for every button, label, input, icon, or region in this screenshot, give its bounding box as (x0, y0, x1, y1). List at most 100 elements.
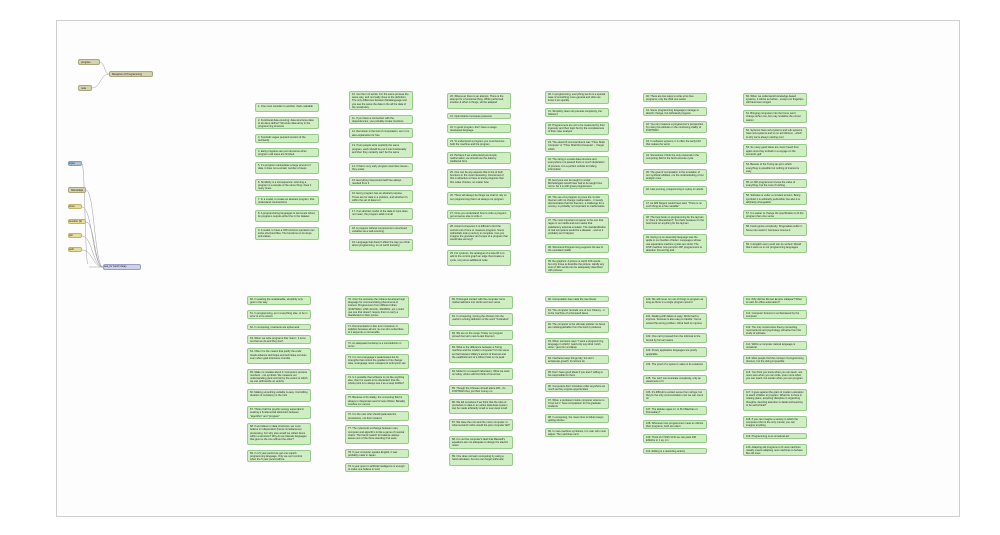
comment-node[interactable]: 91. The computer reminds one of Lon Chan… (545, 306, 609, 317)
comment-node[interactable]: 76. It is the user who should parameteri… (345, 411, 409, 421)
comment-node[interactable]: 16. Every program has an abstract purpos… (349, 190, 413, 203)
comment-node[interactable]: 94. Interfaces keep things tidy, but don… (545, 354, 609, 365)
comment-node[interactable]: 74. Is it possible that software is not … (345, 374, 409, 390)
comment-node[interactable]: 87. We have the mini and the micro compu… (449, 418, 513, 432)
comment-node[interactable]: 45. The goal of computation is the emula… (643, 168, 707, 182)
comment-node[interactable]: 78. If your computer speaks English, it … (345, 448, 409, 459)
comment-node[interactable]: 77. The cybernetic exchange between man,… (345, 425, 409, 445)
comment-node[interactable]: 37. The most important computer is the o… (545, 217, 609, 240)
comment-node[interactable]: 17. If an abstract model of the data of … (349, 207, 413, 221)
comment-node[interactable]: 82. We are on the verge: Today our progr… (449, 330, 513, 340)
node-yellow-7[interactable]: join (68, 233, 82, 238)
comment-node[interactable]: 39. Re graphics: A picture is worth 10K … (545, 257, 609, 274)
comment-node[interactable]: 85. Though the Chinese should adore APL,… (449, 384, 513, 395)
comment-node[interactable]: 101. Dealing with failure is easy: Work … (643, 313, 707, 329)
comment-node[interactable]: 35. Everyone can be taught to sculpt: Mi… (545, 176, 609, 190)
comment-node[interactable]: 23. To understand a program you must bec… (447, 137, 511, 148)
comment-node[interactable]: 69. In a 5 year period we get one superb… (247, 449, 311, 463)
node-blue-3[interactable]: input (68, 161, 82, 166)
comment-node[interactable]: 44. Sometimes I think the only universal… (643, 151, 707, 165)
comment-node[interactable]: 10. Get the in & words. For the same pro… (349, 91, 413, 110)
comment-node[interactable]: 59. In English every word can be verbed.… (743, 240, 807, 254)
comment-node[interactable]: 52. Systems have sub-systems and sub-sys… (743, 127, 807, 140)
comment-node[interactable]: 102. One can't proceed from the informal… (643, 333, 707, 343)
comment-node[interactable]: 103. Purely applicative languages are po… (643, 347, 707, 357)
comment-node[interactable]: 104. The proof of a system's value is it… (643, 361, 707, 371)
node-yellow-5[interactable]: store (68, 204, 82, 209)
comment-node[interactable]: 115. Most people find the concept of pro… (743, 354, 807, 365)
comment-node[interactable]: 7. In a model, to create an abstract pro… (255, 196, 319, 206)
comment-node[interactable]: 107. The debate rages on: Is PL/I Bactri… (643, 406, 707, 416)
comment-node[interactable]: 6. Similarity is a consequence: returnin… (255, 178, 319, 192)
comment-node[interactable]: 57. It is easier to change the specifica… (743, 209, 807, 219)
comment-node[interactable]: 88. It is not the computer's fault that … (449, 436, 513, 449)
comment-node[interactable]: 119. Programming is an unnatural act (743, 432, 807, 439)
comment-node[interactable]: 89. One does not learn computing by usin… (449, 453, 513, 466)
comment-node[interactable]: 100. We will never run out of things to … (643, 296, 707, 309)
comment-node[interactable]: 55. A LISP programmer knows the value of… (743, 178, 807, 188)
comment-node[interactable]: 92. The computer is the ultimate pollute… (545, 320, 609, 334)
comment-node[interactable]: 111. Why did the Roman Empire collapse? … (743, 296, 807, 306)
comment-node[interactable]: 53. So many good ideas are never heard f… (743, 144, 807, 157)
comment-node[interactable]: 106. It's difficult to extract sense fro… (643, 389, 707, 402)
comment-node[interactable]: 25. One can be any aspects that is the o… (447, 168, 511, 188)
comment-node[interactable]: 86. We kid ourselves if we think that th… (449, 398, 513, 415)
comment-node[interactable]: 34. The string is a stark data structure… (545, 156, 609, 172)
comment-node[interactable]: 41. Some programming languages manage to… (643, 106, 707, 117)
comment-node[interactable]: 80. Prolonged contact with the computer … (449, 296, 513, 309)
comment-node[interactable]: 14. If that is very early program exerci… (349, 162, 413, 172)
comment-node[interactable]: 27. Once you understand how to write a p… (447, 209, 511, 219)
comment-node[interactable]: 70. Over the centuries the Indians devel… (345, 296, 409, 319)
node-yellow-6[interactable]: function (9) (68, 219, 86, 224)
comment-node[interactable]: 21. Optimization increases presence (447, 113, 511, 120)
comment-node[interactable]: 113. The only constructive theory connec… (743, 323, 807, 337)
comment-node[interactable]: 33. The eleventh commandment was "Thou S… (545, 139, 609, 152)
comment-node[interactable]: 63. When we write programs that "learn",… (247, 334, 311, 344)
comment-node[interactable]: 64. Often it is the means that justify t… (247, 348, 311, 365)
comment-node[interactable]: 81. In computing, turning the obvious in… (449, 313, 513, 326)
node-tan-0[interactable]: program (78, 59, 100, 65)
comment-node[interactable]: 11. If you have a connection with the de… (349, 114, 413, 124)
comment-node[interactable]: 51. Bringing computers into the home won… (743, 110, 807, 123)
comment-node[interactable]: 1. One must consider to another. that's … (255, 103, 319, 113)
comment-node[interactable]: 98. In computing, the mean time to failu… (545, 413, 609, 423)
comment-node[interactable]: 26. There will always be things we shall… (447, 192, 511, 205)
comment-node[interactable]: 105. You can't communicate complexity, o… (643, 375, 707, 385)
node-tan-2[interactable]: note (78, 85, 92, 91)
comment-node[interactable]: 20. Whenever there is an attempt. There … (447, 93, 511, 109)
comment-node[interactable]: 95. Don't have good ideas if you aren't … (545, 368, 609, 379)
comment-node[interactable]: 4. Early programs are just structures wh… (255, 147, 319, 158)
comment-node[interactable]: 42. You can measure a programmer's persp… (643, 120, 707, 134)
comment-node[interactable]: 47. As Will Rogers would have said, "The… (643, 199, 707, 210)
comment-node[interactable]: 2. Functional data covering: data struct… (255, 116, 319, 130)
comment-node[interactable]: 96. Computers don't introduce order anyw… (545, 382, 609, 392)
comment-node[interactable]: 12. Recursion is the tool of computation… (349, 128, 413, 138)
comment-node[interactable]: 117. It goes against the grain of modern… (743, 389, 807, 412)
comment-node[interactable]: 32. Programmers are not to be measured b… (545, 122, 609, 135)
comment-node[interactable]: 24. Perhaps if we understand just simple… (447, 151, 511, 165)
comment-node[interactable]: 75. Because of its vitality, the computi… (345, 394, 409, 407)
comment-node[interactable]: 90. Computation has made the tree flower (545, 296, 609, 303)
comment-node[interactable]: 114. Within a computer natural language … (743, 340, 807, 351)
comment-node[interactable]: 68. If we believe in data structures, we… (247, 423, 311, 446)
comment-node[interactable]: 36. The use of a program to prove the 4-… (545, 193, 609, 213)
comment-node[interactable]: 65. Make no mistake about it: Computers … (247, 368, 311, 385)
comment-node[interactable]: 99. In man-machine symbiosis, it is man … (545, 427, 609, 437)
comment-node[interactable]: 116. You think you know when you can lea… (743, 368, 807, 385)
comment-node[interactable]: 29. For systems, the analogue of a face-… (447, 250, 511, 266)
comment-node[interactable]: 50. When we understand knowledge-based s… (743, 93, 807, 106)
comment-node[interactable]: 60. In seeking the unattainable, simplic… (247, 296, 311, 306)
node-yellow-8[interactable]: split (68, 247, 82, 252)
comment-node[interactable]: 110. Editing is a rewording activity (643, 447, 707, 454)
node-tan-1[interactable]: Metaphor of Programming (109, 71, 153, 77)
comment-node[interactable]: 67. Think of all the psychic energy expe… (247, 406, 311, 419)
comment-node[interactable]: 84. Motto for a research laboratory: Wha… (449, 367, 513, 381)
comment-node[interactable]: 66. Making something variable is easy. C… (247, 389, 311, 402)
comment-node[interactable]: 30. In programming, everything we do is … (545, 91, 609, 104)
comment-node[interactable]: 72. An adequate bootstrap is a contradic… (345, 339, 409, 350)
comment-node[interactable]: 3. Symbolic vague (expand version of the… (255, 134, 319, 144)
comment-node[interactable]: 38. Structured Programming supports the … (545, 243, 609, 254)
node-lavender-9[interactable]: ask_for batch delay (103, 264, 141, 270)
comment-node[interactable]: 49. Giving up on assembly language was t… (643, 234, 707, 254)
